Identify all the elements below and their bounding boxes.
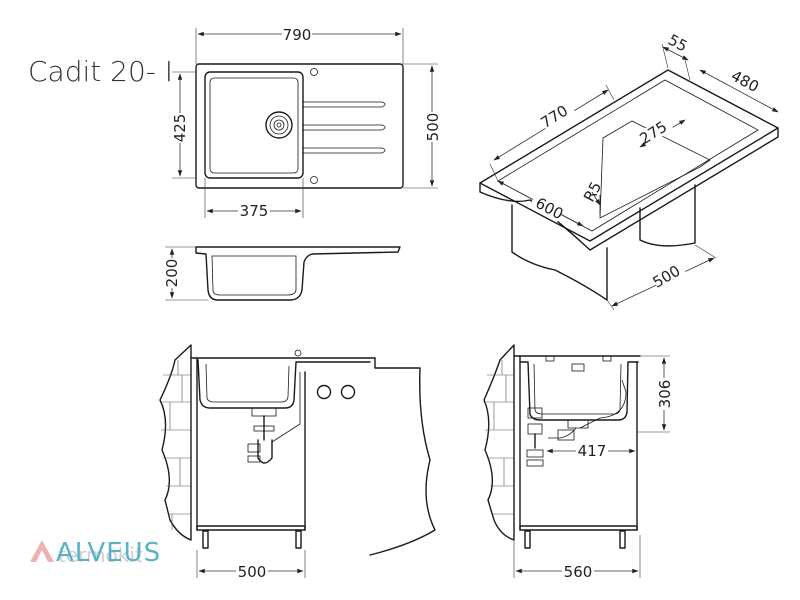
dim-line-55 — [662, 46, 689, 61]
dim-front-cabinet: 500 — [238, 563, 267, 581]
drain-strainer-icon — [265, 111, 293, 139]
overflow-hole-icon — [310, 176, 318, 184]
cabinet-base — [196, 525, 306, 531]
brand-logo: termokit ALVEUS — [30, 538, 161, 568]
dim-top-depth: 500 — [424, 113, 442, 142]
countertop-edge — [479, 127, 779, 251]
top-view: 790 500 425 375 — [171, 25, 442, 220]
dim-side-drop: 306 — [656, 380, 674, 409]
front-install-view: 500 — [159, 344, 436, 581]
cabinet-front-left — [511, 204, 608, 301]
side-install-view: 306 417 560 — [483, 344, 674, 581]
countertop-top-surface — [479, 69, 779, 242]
siphon-icon — [247, 372, 301, 464]
tap-hole-icon — [310, 68, 318, 76]
water-valve-icon — [340, 384, 356, 400]
cabinet-legs — [524, 530, 626, 549]
dim-iso-drain: 55 — [665, 31, 690, 56]
dim-line-r5 — [591, 191, 601, 206]
dim-bowl-width: 375 — [240, 202, 269, 220]
bowl-cutout — [599, 120, 711, 219]
cabinet-legs — [202, 530, 302, 549]
bowl-inner-top — [209, 77, 299, 174]
dim-side-cabinet: 560 — [564, 563, 593, 581]
sink-outline — [195, 63, 404, 189]
dim-top-width: 790 — [283, 26, 312, 44]
wall-left — [159, 344, 192, 541]
brand-name: ALVEUS — [56, 538, 161, 568]
water-valve-icon — [316, 384, 332, 400]
side-profile-view: 200 — [163, 246, 401, 301]
dim-iso-depth: 480 — [728, 67, 762, 96]
dim-side-pipe: 417 — [578, 442, 607, 460]
countertop-cut — [369, 357, 436, 556]
dim-bowl-depth: 425 — [171, 114, 189, 143]
sink-section-side — [519, 355, 639, 421]
dim-side-height: 200 — [163, 259, 181, 288]
siphon-icon — [526, 379, 627, 467]
watermark-text: termokit — [58, 543, 143, 567]
model-title: Cadit 20- I — [28, 55, 173, 88]
sink-profile — [195, 246, 401, 301]
cabinet-back — [639, 184, 696, 247]
isometric-view: 55 480 770 275 R5 600 500 — [479, 31, 779, 311]
sink-section — [197, 359, 371, 409]
drainer-ribs — [302, 101, 386, 154]
wall-right-view — [483, 344, 515, 541]
dim-line-480 — [699, 69, 779, 113]
cabinet-base-side — [519, 525, 638, 531]
